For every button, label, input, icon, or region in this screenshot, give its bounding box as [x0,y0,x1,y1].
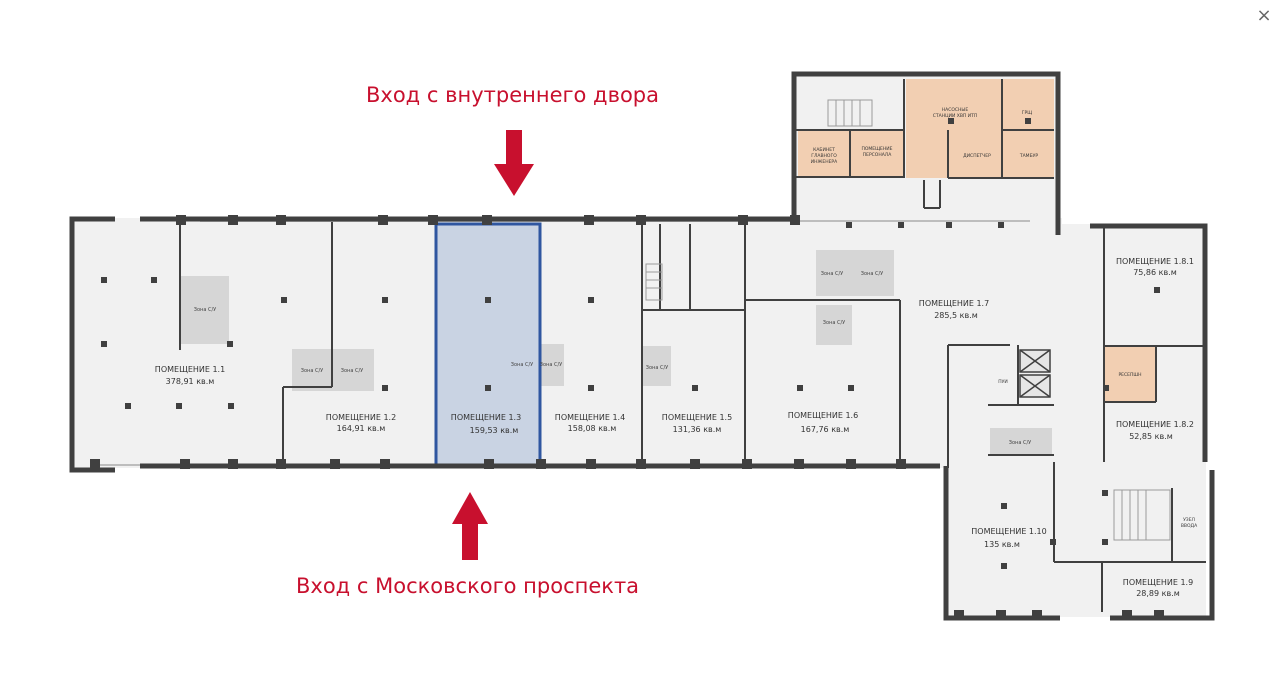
room-1-2-area: 164,91 кв.м [337,424,386,433]
interior-walls [179,79,1206,612]
svg-text:НАСОСНЫЕ: НАСОСНЫЕ [942,107,969,113]
room-1-3-name: ПОМЕЩЕНИЕ 1.3 [451,413,521,422]
zone-labels: Зона С/У Зона С/У Зона С/У Зона С/У Зона… [194,271,1031,446]
svg-text:Зона С/У: Зона С/У [301,368,323,374]
svg-text:ПУИ: ПУИ [998,379,1008,385]
stairs [645,99,1171,541]
staff-room [850,131,904,177]
reception-room [1104,346,1156,401]
room-1-4-name: ПОМЕЩЕНИЕ 1.4 [555,413,625,422]
service-labels: КАБИНЕТ ГЛАВНОГО ИНЖЕНЕРА ПОМЕЩЕНИЕ ПЕРС… [811,107,1198,529]
svg-text:ДИСПЕТЧЕР: ДИСПЕТЧЕР [963,153,991,159]
courtyard-entrance-label: Вход с внутреннего двора [366,83,659,107]
room-1-7-name: ПОМЕЩЕНИЕ 1.7 [919,299,989,308]
chief-engineer-room [798,131,850,177]
room-1-2-name: ПОМЕЩЕНИЕ 1.2 [326,413,396,422]
svg-text:Зона С/У: Зона С/У [1009,440,1031,446]
svg-text:ПЕРСОНАЛА: ПЕРСОНАЛА [863,152,892,158]
room-1-3-area: 159,53 кв.м [470,426,519,435]
prospect-entrance-arrow [452,492,488,560]
svg-text:Зона С/У: Зона С/У [823,320,845,326]
svg-text:Зона С/У: Зона С/У [861,271,883,277]
svg-text:Зона С/У: Зона С/У [194,307,216,313]
facade-columns [90,215,1164,620]
outer-walls [69,71,1215,621]
elevator-icon [1019,349,1051,398]
prospect-entrance-label: Вход с Московского проспекта [296,574,640,598]
room-1-9-name: ПОМЕЩЕНИЕ 1.9 [1123,578,1193,587]
room-1-8-1-name: ПОМЕЩЕНИЕ 1.8.1 [1116,257,1194,266]
close-icon[interactable]: × [1256,5,1272,26]
pump-station-room [906,79,1054,178]
svg-text:СТАНЦИИ ХВП ИТП: СТАНЦИИ ХВП ИТП [933,113,978,119]
room-labels: ПОМЕЩЕНИЕ 1.1 378,91 кв.м ПОМЕЩЕНИЕ 1.2 … [155,257,1194,598]
room-1-3-highlight[interactable] [434,222,542,469]
svg-text:ГЛАВНОГО: ГЛАВНОГО [811,153,837,159]
svg-text:Зона С/У: Зона С/У [821,271,843,277]
room-1-1-name: ПОМЕЩЕНИЕ 1.1 [155,365,225,374]
room-1-10-area: 135 кв.м [984,540,1020,549]
svg-text:ИНЖЕНЕРА: ИНЖЕНЕРА [811,159,838,165]
svg-text:Зона С/У: Зона С/У [341,368,363,374]
svg-text:Зона С/У: Зона С/У [646,365,668,371]
room-1-8-2-area: 52,85 кв.м [1129,432,1173,441]
svg-text:КАБИНЕТ: КАБИНЕТ [813,147,835,153]
room-1-9-area: 28,89 кв.м [1136,589,1180,598]
room-1-6-name: ПОМЕЩЕНИЕ 1.6 [788,411,858,420]
svg-text:ГРЩ: ГРЩ [1022,110,1032,116]
room-1-5-area: 131,36 кв.м [673,425,722,434]
interior-columns [101,118,1160,569]
room-1-5-name: ПОМЕЩЕНИЕ 1.5 [662,413,732,422]
svg-text:ВВОДА: ВВОДА [1181,523,1198,529]
room-1-10-name: ПОМЕЩЕНИЕ 1.10 [971,527,1046,536]
room-1-7-area: 285,5 кв.м [934,311,978,320]
svg-text:ПОМЕЩЕНИЕ: ПОМЕЩЕНИЕ [861,146,892,152]
svg-text:РЕСЕПШН: РЕСЕПШН [1118,372,1141,378]
svg-text:Зона С/У: Зона С/У [540,362,562,368]
room-1-8-2-name: ПОМЕЩЕНИЕ 1.8.2 [1116,420,1194,429]
room-1-4-area: 158,08 кв.м [568,424,617,433]
room-1-1-area: 378,91 кв.м [166,377,215,386]
room-1-6-area: 167,76 кв.м [801,425,850,434]
svg-text:УЗЕЛ: УЗЕЛ [1183,517,1195,523]
service-rooms [798,79,1156,401]
room-1-8-1-area: 75,86 кв.м [1133,268,1177,277]
svg-text:ТАМБУР: ТАМБУР [1019,153,1039,159]
svg-text:Зона С/У: Зона С/У [511,362,533,368]
courtyard-entrance-arrow [494,130,534,196]
